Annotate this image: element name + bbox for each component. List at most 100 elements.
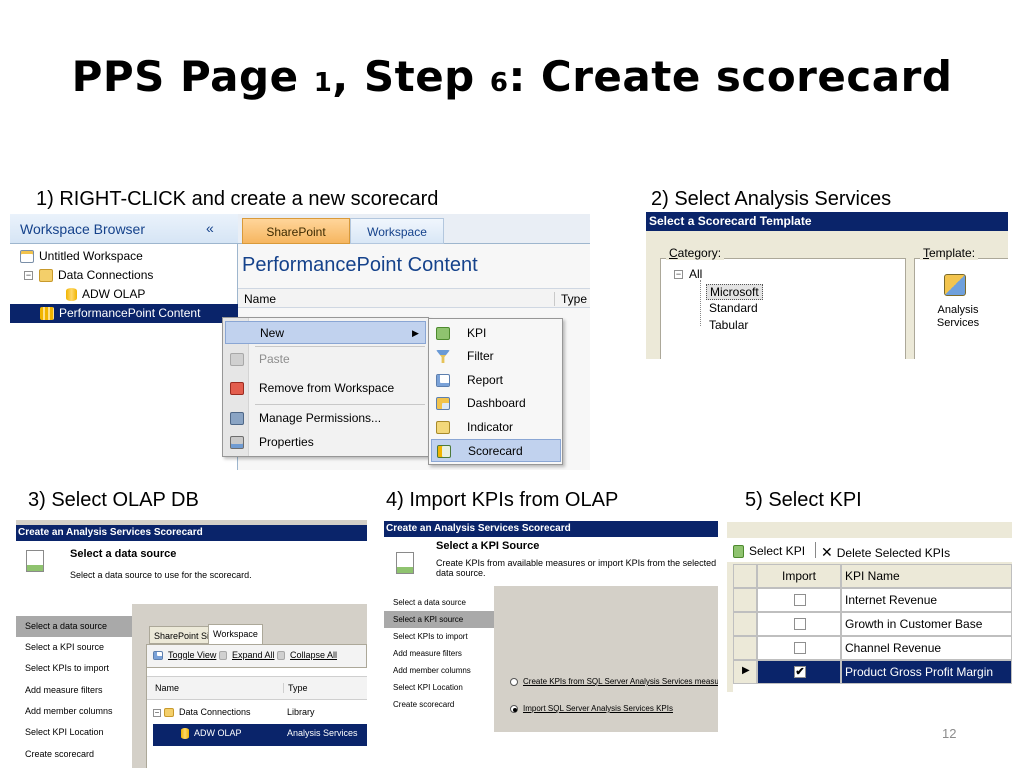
wizard-step-select-kpis[interactable]: Select KPIs to import bbox=[393, 632, 468, 641]
tree-item-untitled-workspace[interactable]: Untitled Workspace bbox=[20, 247, 143, 266]
wizard-step-create-scorecard[interactable]: Create scorecard bbox=[25, 749, 95, 759]
create-kpis-radio[interactable]: Create KPIs from SQL Server Analysis Ser… bbox=[510, 677, 718, 686]
menu-item-manage-permissions[interactable]: Manage Permissions... bbox=[225, 407, 426, 430]
collapse-all-icon bbox=[277, 651, 285, 661]
wizard-step-select-data-source[interactable]: Select a data source bbox=[393, 598, 466, 607]
screenshot-scorecard-template: Select a Scorecard Template Category: Te… bbox=[646, 212, 1008, 359]
column-kpi-name-header[interactable]: KPI Name bbox=[841, 564, 1012, 588]
caption-step5: 5) Select KPI bbox=[745, 489, 862, 511]
collapse-node-icon[interactable]: − bbox=[674, 269, 683, 280]
tree-item-label: PerformancePoint Content bbox=[59, 306, 201, 320]
collapse-node-icon[interactable]: − bbox=[24, 270, 33, 281]
row-header[interactable] bbox=[733, 612, 757, 636]
content-title: PerformancePoint Content bbox=[242, 254, 478, 276]
indicator-icon bbox=[436, 421, 450, 434]
expand-all-icon bbox=[219, 651, 227, 661]
submenu-item-kpi[interactable]: KPI bbox=[431, 322, 561, 345]
source-tab-bar: SharePoint Site Workspace bbox=[146, 622, 367, 644]
row-header[interactable] bbox=[733, 588, 757, 612]
wizard-step-select-kpi-source[interactable]: Select a KPI source bbox=[25, 642, 105, 652]
menu-item-paste[interactable]: Paste bbox=[225, 348, 426, 371]
template-label: Template: bbox=[920, 246, 979, 260]
wizard-step-select-kpi-source[interactable]: Select a KPI source bbox=[384, 611, 494, 628]
source-row-data-connections[interactable]: −Data Connections Library bbox=[147, 704, 367, 724]
tab-workspace[interactable]: Workspace bbox=[350, 218, 444, 244]
dialog-title-bar: Select a Scorecard Template bbox=[646, 212, 1008, 231]
column-name-header[interactable]: Name bbox=[244, 292, 277, 306]
submenu-item-report[interactable]: Report bbox=[431, 369, 561, 392]
wizard-step-kpi-location[interactable]: Select KPI Location bbox=[393, 683, 463, 692]
collapse-icon[interactable]: « bbox=[206, 220, 214, 236]
caption-step4: 4) Import KPIs from OLAP bbox=[386, 489, 619, 511]
title-part: : Create scorecard bbox=[508, 52, 953, 101]
wizard-step-kpi-location[interactable]: Select KPI Location bbox=[25, 727, 104, 737]
wizard-step-create-scorecard[interactable]: Create scorecard bbox=[393, 700, 455, 709]
column-name-header[interactable]: Name bbox=[155, 683, 180, 693]
analysis-services-icon[interactable] bbox=[944, 274, 966, 296]
collapse-all-button[interactable]: Collapse All bbox=[277, 650, 337, 661]
menu-item-remove-from-workspace[interactable]: Remove from Workspace bbox=[225, 377, 426, 400]
column-type-header[interactable]: Type bbox=[554, 292, 587, 306]
category-label-text: All bbox=[689, 267, 703, 281]
wizard-step-member-columns[interactable]: Add member columns bbox=[25, 706, 113, 716]
submenu-item-dashboard[interactable]: Dashboard bbox=[431, 392, 561, 415]
toolbar-divider bbox=[815, 542, 816, 558]
select-kpi-button[interactable]: Select KPI bbox=[733, 544, 805, 559]
tree-item-data-connections[interactable]: −Data Connections bbox=[24, 266, 153, 285]
menu-item-new[interactable]: New ▶ bbox=[225, 321, 426, 344]
wizard-nav: Select a data source Select a KPI source… bbox=[384, 594, 494, 732]
remove-icon bbox=[230, 382, 244, 395]
collapse-node-icon[interactable]: − bbox=[153, 707, 161, 717]
import-checkbox[interactable] bbox=[794, 642, 806, 654]
submenu-item-scorecard[interactable]: Scorecard bbox=[431, 439, 561, 462]
kpi-import-cell bbox=[757, 636, 841, 660]
expand-all-button[interactable]: Expand All bbox=[219, 650, 275, 661]
delete-selected-kpis-button[interactable]: ✕Delete Selected KPIs bbox=[821, 544, 951, 560]
wizard-step-select-kpis[interactable]: Select KPIs to import bbox=[25, 663, 110, 673]
tree-item-adw-olap[interactable]: ADW OLAP bbox=[66, 285, 145, 304]
wizard-step-select-data-source[interactable]: Select a data source bbox=[16, 616, 132, 637]
database-icon bbox=[181, 728, 189, 740]
submenu-item-label: Scorecard bbox=[468, 444, 523, 458]
template-analysis-services[interactable]: Analysis Services bbox=[936, 304, 980, 329]
kpi-name-cell: Growth in Customer Base bbox=[841, 612, 1012, 636]
submenu-item-indicator[interactable]: Indicator bbox=[431, 416, 561, 439]
column-import-header[interactable]: Import bbox=[757, 564, 841, 588]
source-grid-header: Name Type bbox=[147, 676, 367, 700]
menu-divider bbox=[255, 346, 425, 347]
import-kpis-radio[interactable]: Import SQL Server Analysis Services KPIs bbox=[510, 704, 673, 713]
toggle-view-button[interactable]: Toggle View bbox=[153, 650, 216, 661]
source-row-adw-olap[interactable]: ADW OLAP Analysis Services bbox=[153, 724, 367, 746]
wizard-subtitle: Select a data source to use for the scor… bbox=[70, 570, 252, 580]
wizard-step-measure-filters[interactable]: Add measure filters bbox=[25, 685, 103, 695]
caption-step2: 2) Select Analysis Services bbox=[651, 188, 892, 210]
wizard-step-member-columns[interactable]: Add member columns bbox=[393, 666, 471, 675]
row-header[interactable]: ▶ bbox=[733, 660, 757, 684]
wizard-step-measure-filters[interactable]: Add measure filters bbox=[393, 649, 462, 658]
radio-off-icon bbox=[510, 677, 518, 686]
content-column-header: Name Type bbox=[238, 288, 590, 308]
category-all[interactable]: −All bbox=[674, 267, 702, 281]
submenu-arrow-icon: ▶ bbox=[412, 328, 419, 338]
wizard-content bbox=[494, 586, 718, 732]
import-checkbox[interactable] bbox=[794, 618, 806, 630]
column-type-header[interactable]: Type bbox=[283, 683, 308, 693]
submenu-item-label: Dashboard bbox=[467, 396, 526, 410]
tree-item-performancepoint-content[interactable]: PerformancePoint Content bbox=[10, 304, 238, 323]
row-name: Data Connections bbox=[179, 707, 251, 717]
submenu-item-label: KPI bbox=[467, 326, 487, 340]
tab-sharepoint[interactable]: SharePoint bbox=[242, 218, 350, 244]
folder-icon bbox=[39, 269, 53, 283]
row-header[interactable] bbox=[733, 636, 757, 660]
category-microsoft[interactable]: Microsoft bbox=[706, 284, 763, 300]
import-checkbox[interactable]: ✔ bbox=[794, 666, 806, 678]
import-checkbox[interactable] bbox=[794, 594, 806, 606]
tab-workspace[interactable]: Workspace bbox=[208, 624, 263, 644]
category-tabular[interactable]: Tabular bbox=[709, 318, 749, 332]
menu-item-properties[interactable]: Properties bbox=[225, 431, 426, 454]
report-icon bbox=[436, 374, 450, 387]
category-standard[interactable]: Standard bbox=[709, 301, 758, 315]
submenu-item-filter[interactable]: Filter bbox=[431, 345, 561, 368]
screenshot-select-data-source: Create an Analysis Services Scorecard Se… bbox=[16, 520, 367, 768]
workspace-browser: Workspace Browser « Untitled Workspace −… bbox=[10, 214, 238, 470]
